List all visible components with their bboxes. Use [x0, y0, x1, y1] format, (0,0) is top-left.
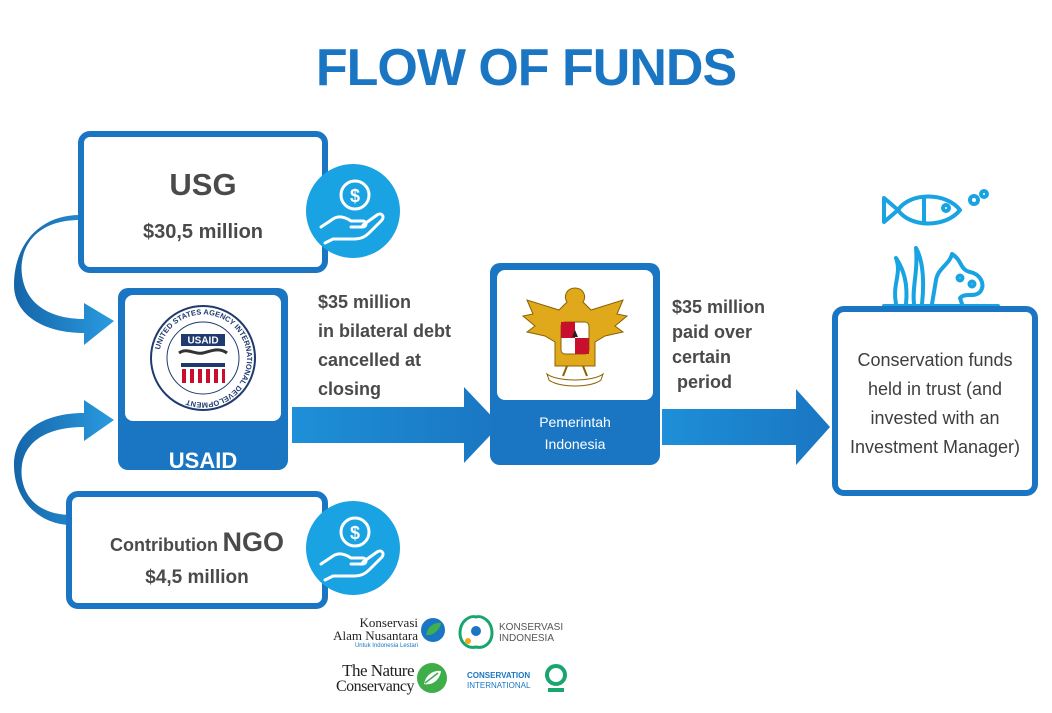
kan-tagline: Untuk Indonesia Lestari — [354, 643, 418, 649]
ngo-name: NGO — [222, 527, 284, 557]
conservation-box: Conservation funds held in trust (and in… — [832, 306, 1038, 496]
flow2-line: period — [672, 372, 733, 392]
pemerintah-line: Pemerintah — [539, 414, 611, 430]
usaid-seal-icon: UNITED STATES AGENCY INTERNATIONAL DEVEL… — [150, 305, 256, 411]
flow-text-payment: $35 million paid over certain period — [672, 295, 822, 395]
usg-name: USG — [169, 167, 237, 202]
ngo-box: Contribution NGO $4,5 million — [66, 491, 328, 609]
fish-coral-icon — [882, 189, 1000, 308]
ngo-prefix: Contribution — [110, 535, 218, 555]
usaid-label: USAID — [168, 448, 238, 473]
curved-arrows — [14, 215, 114, 525]
flow2-line: $35 million — [672, 297, 766, 317]
conservation-line: Investment Manager) — [849, 437, 1021, 457]
garuda-emblem-icon — [521, 287, 629, 387]
ci-line1: CONSERVATION — [467, 671, 531, 680]
ci-line2: INTERNATIONAL — [467, 681, 531, 690]
usg-amount: $30,5 million — [142, 221, 264, 243]
tnc-line2: Conservancy — [335, 678, 415, 695]
kan-leaf-icon — [421, 618, 445, 642]
conservation-line: Conservation funds — [857, 350, 1013, 370]
flow1-line: $35 million — [318, 292, 412, 312]
pemerintah-card: Pemerintah Indonesia — [490, 263, 660, 465]
ci-logo-icon — [545, 664, 567, 692]
money-hand-icon: $ — [306, 164, 400, 258]
usaid-seal-badge: USAID — [187, 336, 218, 347]
tnc-leaf-icon — [417, 663, 447, 693]
logo-tnc: The Nature Conservancy — [322, 661, 415, 695]
logo-kan: Konservasi Alam Nusantara Untuk Indonesi… — [318, 616, 418, 649]
kan-line1: Konservasi — [359, 615, 419, 630]
ngo-title: Contribution NGO — [72, 527, 322, 558]
ki-line2: INDONESIA — [499, 633, 555, 644]
pemerintah-label: Pemerintah Indonesia — [490, 411, 660, 455]
conservation-text: Conservation funds held in trust (and in… — [842, 346, 1028, 462]
pemerintah-line: Indonesia — [544, 436, 606, 452]
tnc-line1: The Nature — [342, 661, 414, 680]
curve-arrow-ngo — [14, 400, 114, 525]
conservation-line: held in trust (and — [867, 379, 1003, 399]
curve-arrow-usg — [14, 215, 114, 345]
flow-arrow-1 — [292, 387, 500, 463]
flow-arrow-2 — [662, 389, 830, 465]
conservation-line: invested with an — [870, 408, 1000, 428]
flow2-line: certain — [672, 347, 732, 367]
ki-line1: KONSERVASI — [499, 622, 564, 633]
flow-text-debt: $35 million in bilateral debt cancelled … — [318, 288, 488, 404]
svg-text:$: $ — [350, 186, 360, 206]
svg-text:$: $ — [350, 523, 360, 543]
ngo-amount: $4,5 million — [145, 567, 249, 588]
usaid-card: UNITED STATES AGENCY INTERNATIONAL DEVEL… — [118, 288, 288, 473]
ki-emblem-icon — [458, 615, 494, 649]
usg-box: USG $30,5 million — [78, 131, 328, 273]
logo-ki: KONSERVASI INDONESIA — [499, 622, 563, 644]
money-hand-icon: $ — [306, 501, 400, 595]
garuda-panel — [497, 270, 653, 400]
flow2-line: paid over — [672, 322, 753, 342]
kan-line2: Alam Nusantara — [333, 628, 418, 643]
flow1-line: cancelled at — [318, 350, 422, 370]
usaid-logo-panel: UNITED STATES AGENCY INTERNATIONAL DEVEL… — [125, 295, 281, 421]
logo-ci: CONSERVATION INTERNATIONAL — [467, 671, 530, 691]
flow1-line: in bilateral debt — [318, 321, 452, 341]
page-title: FLOW OF FUNDS — [315, 39, 737, 97]
flow1-line: closing — [318, 379, 382, 399]
